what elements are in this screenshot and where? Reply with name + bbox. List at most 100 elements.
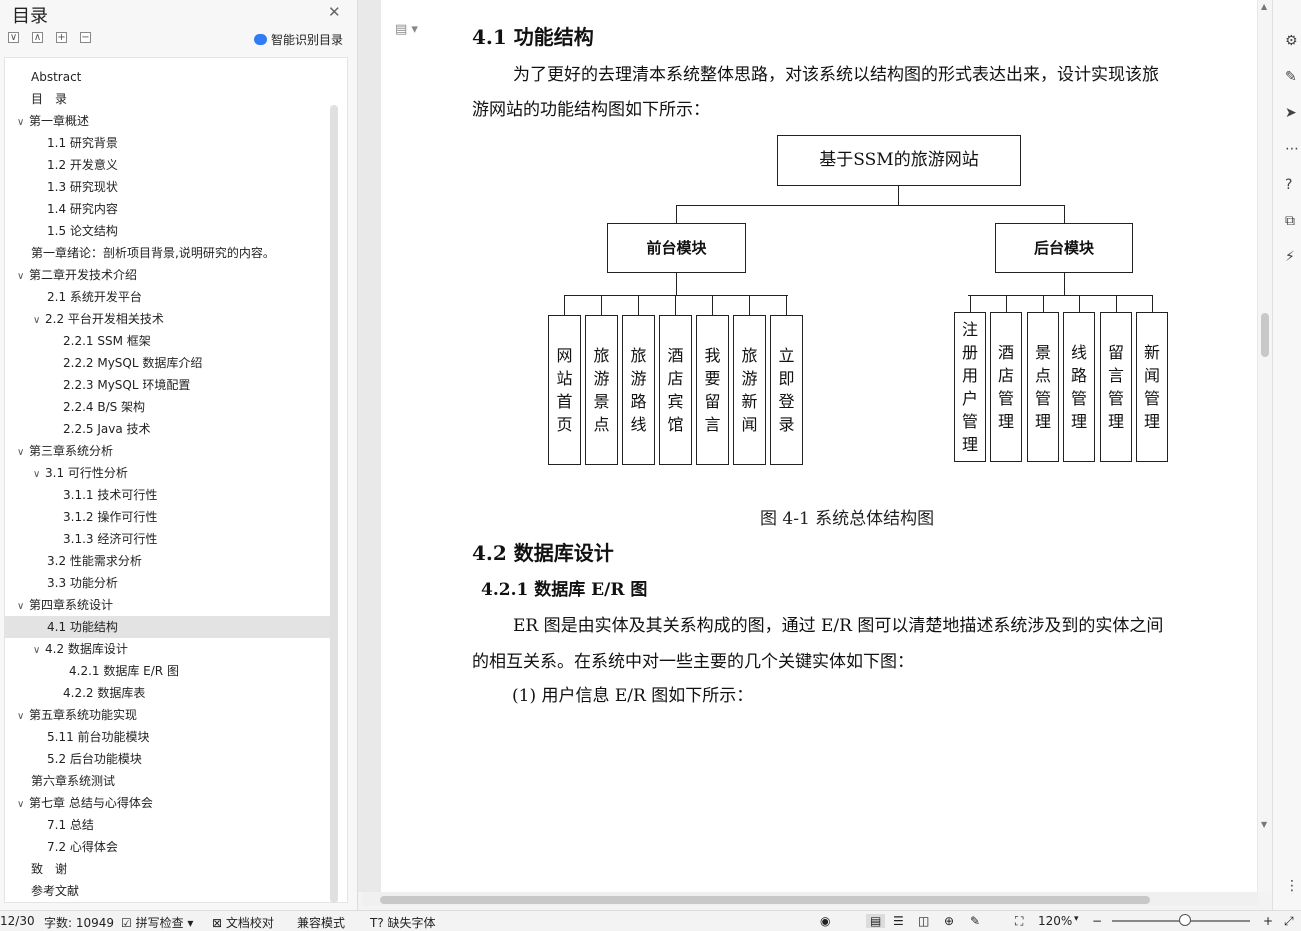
toc-item[interactable]: 2.2.1 SSM 框架 [5, 330, 330, 352]
toc-item[interactable]: 参考文献 [5, 880, 330, 902]
page-indicator[interactable]: 12/30 [0, 914, 35, 928]
toc-item[interactable]: 1.2 开发意义 [5, 154, 330, 176]
toc-item[interactable]: 1.4 研究内容 [5, 198, 330, 220]
toc-item[interactable]: 2.1 系统开发平台 [5, 286, 330, 308]
toc-item[interactable]: ∨第七章 总结与心得体会 [5, 792, 330, 814]
connector [970, 296, 971, 312]
style-icon[interactable]: ⚙ [1285, 33, 1298, 49]
diagram-leaf-node: 酒店宾馆 [659, 315, 692, 465]
toc-item[interactable]: 2.2.2 MySQL 数据库介绍 [5, 352, 330, 374]
toc-item-content: ∨第四章系统设计 [17, 594, 113, 618]
outline-view-icon[interactable]: ☰ [893, 914, 904, 928]
web-view-icon[interactable]: ⊕ [944, 914, 955, 928]
chevron-down-icon[interactable]: ∨ [17, 799, 25, 810]
smart-toc-button[interactable]: 智能识别目录 [254, 31, 343, 48]
toc-item[interactable]: ∨第五章系统功能实现 [5, 704, 330, 726]
chevron-down-icon[interactable]: ∨ [33, 645, 41, 656]
toc-item-content: 4.2.1 数据库 E/R 图 [69, 660, 179, 682]
chevron-down-icon[interactable]: ∨ [17, 447, 25, 458]
toc-item[interactable]: 3.1.2 操作可行性 [5, 506, 330, 528]
toc-item[interactable]: 7.2 心得体会 [5, 836, 330, 858]
toc-item[interactable]: 4.2.2 数据库表 [5, 682, 330, 704]
pen-icon[interactable]: ✎ [1285, 69, 1297, 85]
settings-icon[interactable]: ⋯ [1285, 141, 1299, 157]
toc-item[interactable]: 4.2.1 数据库 E/R 图 [5, 660, 330, 682]
toc-item[interactable]: ∨第二章开发技术介绍 [5, 264, 330, 286]
toc-item[interactable]: 4.1 功能结构 [5, 616, 330, 638]
eye-icon[interactable]: ◉ [820, 914, 831, 928]
toc-item-label: 7.2 心得体会 [47, 840, 118, 854]
word-count[interactable]: 字数: 10949 [44, 916, 115, 930]
toc-item-content: 4.2.2 数据库表 [63, 682, 145, 704]
missing-font-button[interactable]: T? 缺失字体 [370, 914, 436, 931]
more-icon[interactable]: ⋮ [1285, 878, 1299, 894]
write-view-icon[interactable]: ✎ [970, 914, 981, 928]
toc-item[interactable]: 1.3 研究现状 [5, 176, 330, 198]
toc-item[interactable]: ∨第一章概述 [5, 110, 330, 132]
vertical-scrollbar[interactable]: ▲ ▼ [1258, 0, 1272, 892]
zoom-in-icon[interactable]: + [1263, 914, 1274, 928]
toc-title: 目录 [12, 6, 48, 27]
scroll-down-icon[interactable]: ▼ [1261, 820, 1268, 829]
toc-item[interactable]: ∨2.2 平台开发相关技术 [5, 308, 330, 330]
chevron-down-icon[interactable]: ∨ [33, 469, 41, 480]
toc-item-label: 致 谢 [31, 862, 68, 876]
close-icon[interactable]: ✕ [328, 3, 341, 21]
chevron-down-icon[interactable]: ∨ [33, 315, 41, 326]
diagram-char: 路 [1070, 366, 1087, 385]
add-level-icon[interactable]: + [56, 32, 67, 43]
toc-item[interactable]: 1.1 研究背景 [5, 132, 330, 154]
fit-page-icon[interactable]: ⛶ [1015, 914, 1024, 928]
paragraph-line: (1) 用户信息 E/R 图如下所示： [512, 686, 754, 706]
toc-item[interactable]: ∨3.1 可行性分析 [5, 462, 330, 484]
toc-item[interactable]: 5.2 后台功能模块 [5, 748, 330, 770]
toc-item[interactable]: 2.2.4 B/S 架构 [5, 396, 330, 418]
page-view-icon[interactable]: ▤ [866, 914, 886, 928]
toc-item[interactable]: 3.1.3 经济可行性 [5, 528, 330, 550]
toc-item[interactable]: 1.5 论文结构 [5, 220, 330, 242]
proofread-button[interactable]: ⊠ 文档校对 [212, 914, 274, 931]
zoom-level[interactable]: 120% [1038, 914, 1073, 928]
toc-item[interactable]: ∨第四章系统设计 [5, 594, 330, 616]
chevron-down-icon[interactable]: ∨ [17, 271, 25, 282]
toc-item[interactable]: 5.11 前台功能模块 [5, 726, 330, 748]
vertical-scroll-thumb[interactable] [1261, 313, 1269, 357]
toc-scrollbar[interactable] [330, 105, 338, 903]
toc-item[interactable]: 3.1.1 技术可行性 [5, 484, 330, 506]
toc-item[interactable]: Abstract [5, 66, 330, 88]
compat-mode[interactable]: 兼容模式 [297, 916, 346, 930]
zoom-dropdown-icon[interactable]: ▾ [1074, 914, 1079, 924]
toc-item[interactable]: 第一章绪论：剖析项目背景,说明研究的内容。 [5, 242, 330, 264]
lightning-icon[interactable]: ⚡ [1285, 249, 1295, 265]
collapse-all-icon[interactable]: ∨ [8, 32, 19, 43]
fullscreen-icon[interactable]: ⤢ [1284, 914, 1294, 928]
connector [898, 186, 899, 206]
toc-item[interactable]: 3.2 性能需求分析 [5, 550, 330, 572]
share-icon[interactable]: ⧉ [1285, 213, 1295, 229]
zoom-out-icon[interactable]: − [1092, 914, 1103, 928]
toc-item[interactable]: 2.2.5 Java 技术 [5, 418, 330, 440]
zoom-slider-handle[interactable] [1179, 914, 1191, 926]
spell-check-button[interactable]: ☑ 拼写检查 ▾ [121, 916, 194, 930]
toc-item[interactable]: 第六章系统测试 [5, 770, 330, 792]
toc-item[interactable]: 3.3 功能分析 [5, 572, 330, 594]
read-view-icon[interactable]: ◫ [918, 914, 930, 928]
paragraph-line: 为了更好的去理清本系统整体思路，对该系统以结构图的形式表达出来，设计实现该旅 [513, 65, 1159, 85]
toc-item[interactable]: 目 录 [5, 88, 330, 110]
toc-item[interactable]: 致 谢 [5, 858, 330, 880]
chevron-down-icon[interactable]: ∨ [17, 711, 25, 722]
toc-item[interactable]: 2.2.3 MySQL 环境配置 [5, 374, 330, 396]
toc-item[interactable]: ∨第三章系统分析 [5, 440, 330, 462]
document-icon[interactable]: ▤ ▾ [395, 22, 418, 37]
toc-item[interactable]: ∨4.2 数据库设计 [5, 638, 330, 660]
scroll-up-icon[interactable]: ▲ [1261, 2, 1268, 11]
remove-level-icon[interactable]: − [80, 32, 91, 43]
chevron-down-icon[interactable]: ∨ [17, 117, 25, 128]
connector [1006, 296, 1007, 312]
toc-item[interactable]: 7.1 总结 [5, 814, 330, 836]
help-icon[interactable]: ? [1285, 177, 1293, 193]
horizontal-scroll-thumb[interactable] [380, 896, 1150, 904]
chevron-down-icon[interactable]: ∨ [17, 601, 25, 612]
cursor-icon[interactable]: ➤ [1285, 105, 1297, 121]
expand-all-icon[interactable]: ∧ [32, 32, 43, 43]
